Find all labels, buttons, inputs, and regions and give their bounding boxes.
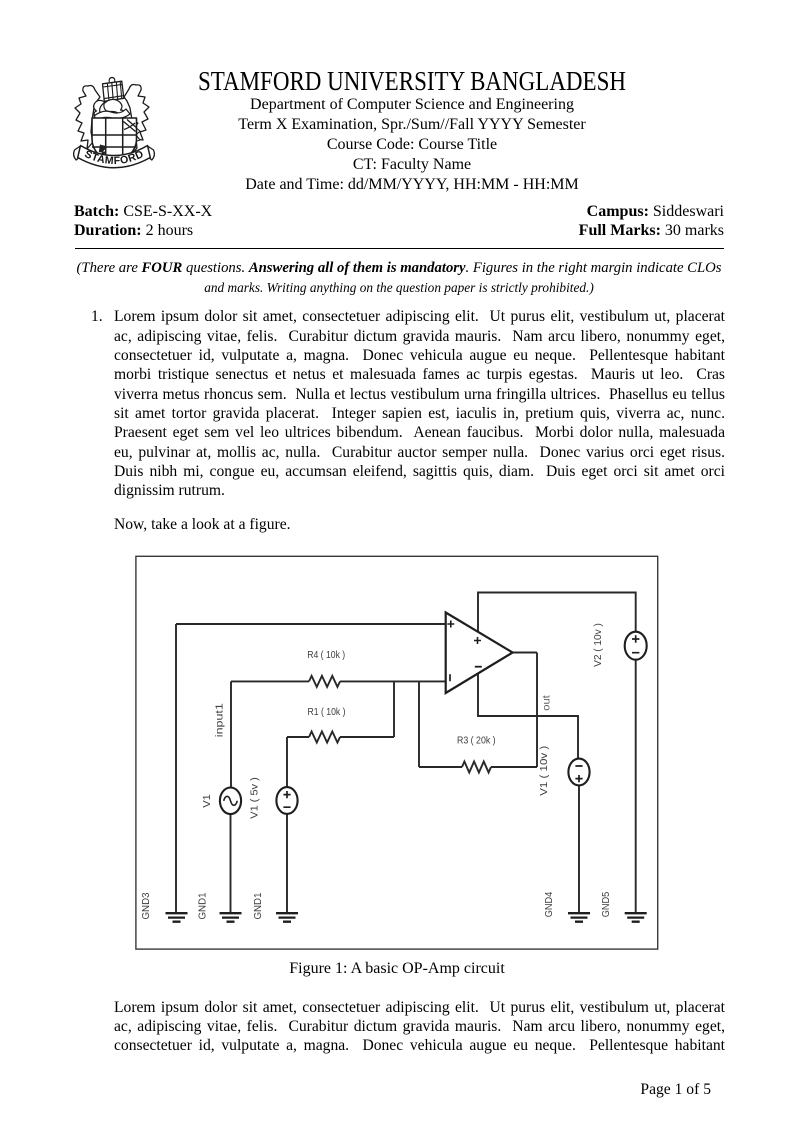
svg-text:V1 ( 10v ): V1 ( 10v ) [539, 746, 550, 796]
svg-text:GND4: GND4 [544, 892, 555, 918]
svg-text:input1: input1 [215, 703, 226, 737]
svg-text:GND3: GND3 [141, 892, 152, 919]
svg-text:R4 ( 10k ): R4 ( 10k ) [307, 650, 345, 661]
svg-text:out: out [542, 695, 553, 711]
svg-text:V2 ( 10v ): V2 ( 10v ) [593, 623, 604, 667]
svg-text:GND1: GND1 [253, 892, 264, 919]
svg-text:GND5: GND5 [601, 892, 612, 918]
svg-text:GND1: GND1 [198, 892, 209, 919]
svg-text:V1: V1 [202, 794, 213, 808]
svg-text:V1 ( 5v ): V1 ( 5v ) [250, 777, 261, 819]
svg-text:R1 ( 10k ): R1 ( 10k ) [308, 707, 346, 718]
svg-text:STAMFORD: STAMFORD [83, 148, 146, 167]
svg-text:R3 ( 20k ): R3 ( 20k ) [457, 735, 496, 746]
